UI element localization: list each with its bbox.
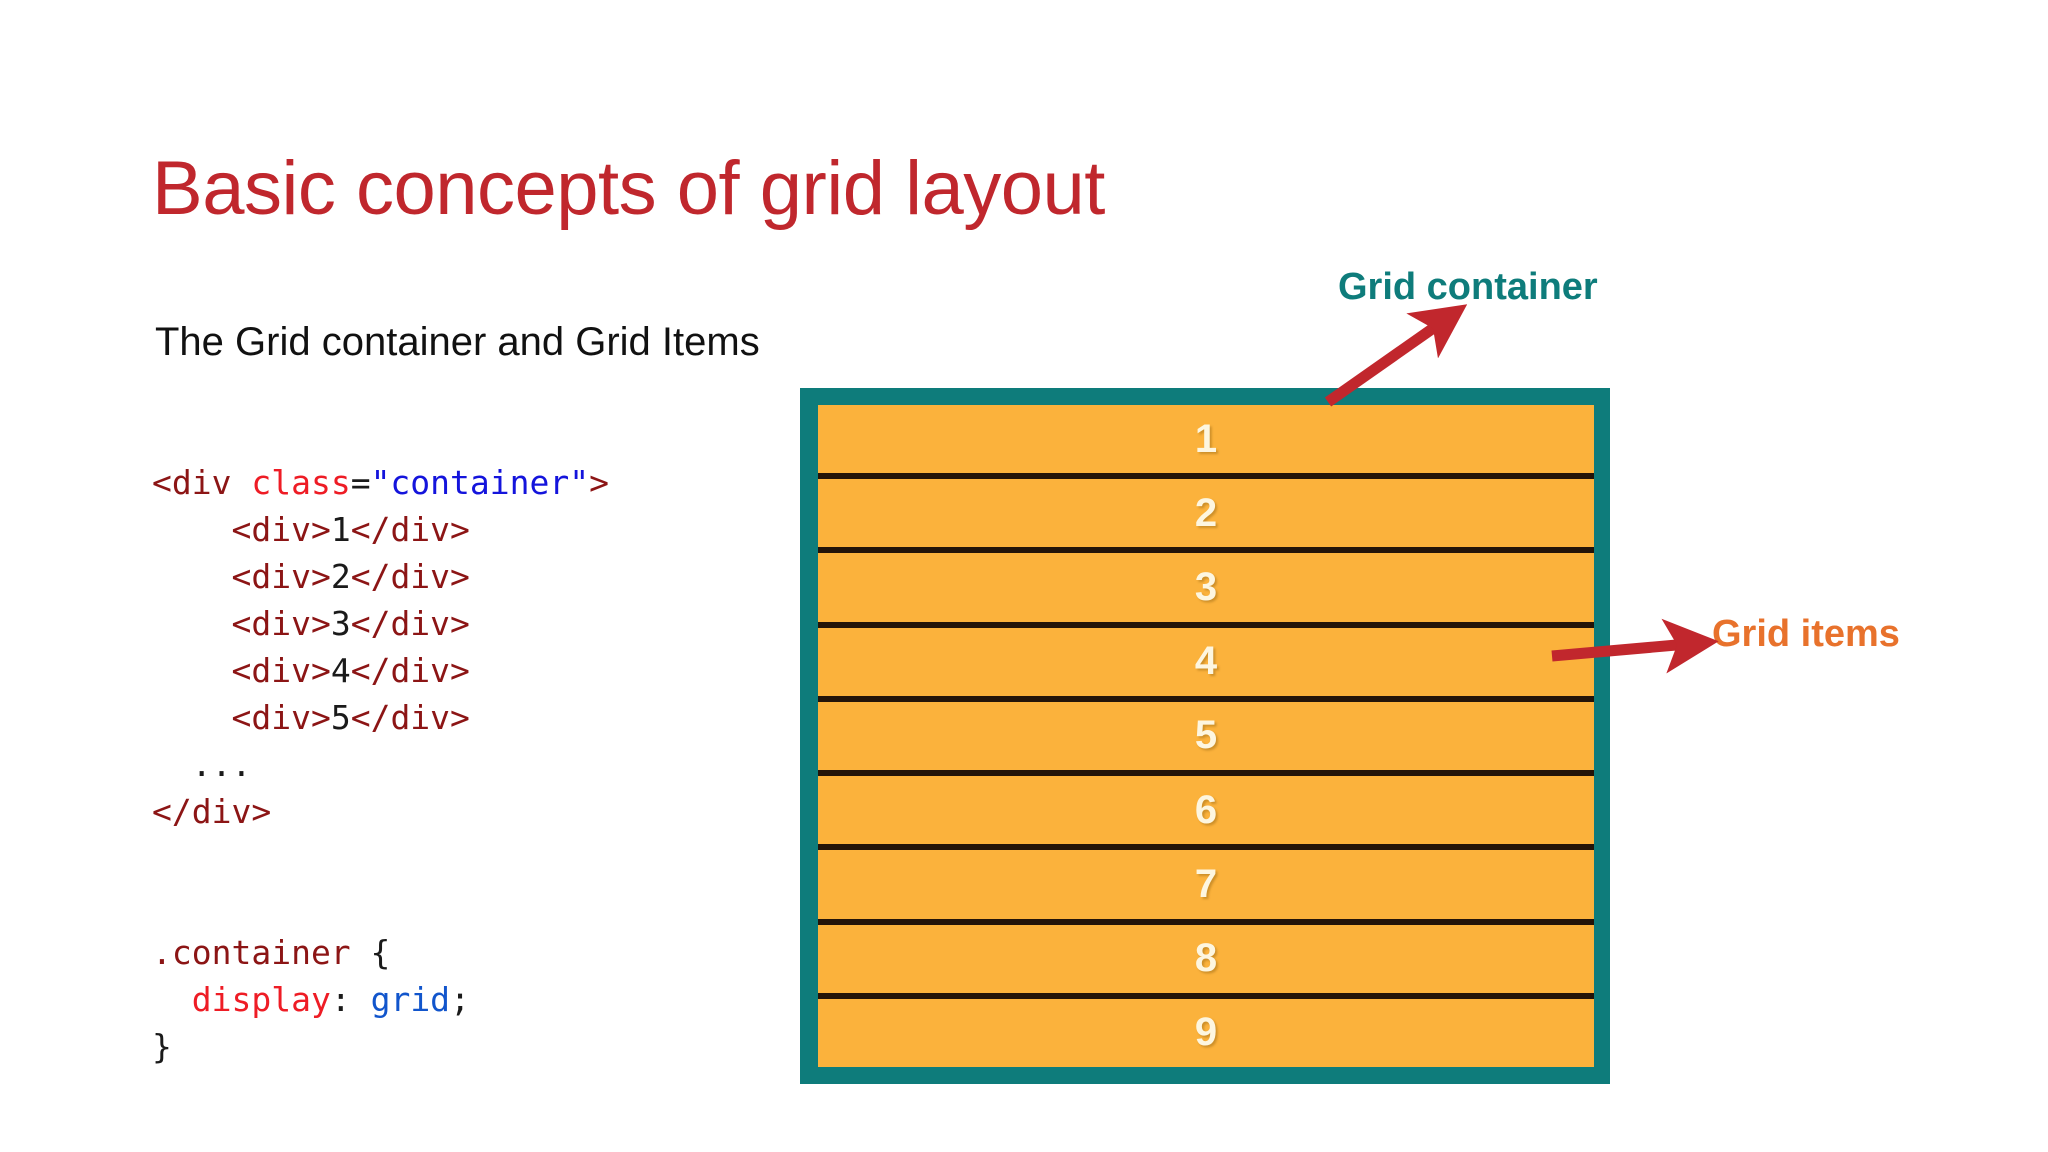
grid-item: 9 <box>818 998 1594 1067</box>
code-line <box>152 835 609 882</box>
code-token-punct: ; <box>450 980 470 1019</box>
code-token-tag: <div> <box>231 510 331 549</box>
code-token-plain: 2 <box>330 557 351 596</box>
code-line: <div class="container"> <box>152 459 609 506</box>
code-token-punct: : <box>330 980 371 1019</box>
grid-item: 2 <box>818 479 1594 548</box>
code-line: <div>1</div> <box>152 506 609 553</box>
code-token-tag: </div> <box>350 510 470 549</box>
code-token-tag: </div> <box>350 604 470 643</box>
code-token-attr: class <box>251 463 351 502</box>
code-token-tag: <div <box>152 463 252 502</box>
code-line: display: grid; <box>152 976 609 1023</box>
code-token-str: "container" <box>370 463 590 502</box>
code-token-plain: ... <box>152 745 252 784</box>
slide-subtitle: The Grid container and Grid Items <box>155 320 760 364</box>
code-token-tag: <div> <box>231 698 331 737</box>
code-token-plain <box>152 604 231 643</box>
code-token-tag: </div> <box>152 792 272 831</box>
grid-item: 6 <box>818 776 1594 845</box>
code-token-plain: 3 <box>330 604 351 643</box>
grid-item: 3 <box>818 553 1594 622</box>
code-line: <div>4</div> <box>152 647 609 694</box>
code-line: <div>5</div> <box>152 694 609 741</box>
code-line: <div>3</div> <box>152 600 609 647</box>
code-line: <div>2</div> <box>152 553 609 600</box>
code-token-plain: 5 <box>330 698 351 737</box>
code-token-plain: = <box>350 463 371 502</box>
code-token-tag: <div> <box>231 651 331 690</box>
code-token-punct: } <box>152 1027 172 1066</box>
grid-item: 1 <box>818 405 1594 474</box>
page-title: Basic concepts of grid layout <box>152 145 1105 231</box>
code-token-sel: .container <box>152 933 351 972</box>
code-token-prop: display <box>191 980 331 1019</box>
code-token-plain <box>152 698 231 737</box>
grid-item: 5 <box>818 701 1594 771</box>
grid-item: 4 <box>818 627 1594 696</box>
code-line: ... <box>152 741 609 788</box>
code-line: </div> <box>152 788 609 835</box>
annotation-label-grid-container: Grid container <box>1338 266 1598 308</box>
code-token-plain <box>152 980 192 1019</box>
code-token-punct: { <box>350 933 391 972</box>
code-token-tag: </div> <box>350 698 470 737</box>
code-token-plain <box>152 510 231 549</box>
code-line: } <box>152 1023 609 1070</box>
code-line <box>152 882 609 929</box>
code-token-tag: > <box>589 463 609 502</box>
code-token-tag: <div> <box>231 604 331 643</box>
grid-item: 8 <box>818 924 1594 993</box>
grid-item: 7 <box>818 850 1594 919</box>
code-token-tag: </div> <box>350 557 470 596</box>
code-token-plain <box>152 557 231 596</box>
code-token-plain <box>152 651 231 690</box>
code-sample: <div class="container"> <div>1</div> <di… <box>152 459 609 1070</box>
code-token-val: grid <box>370 980 451 1019</box>
code-token-tag: <div> <box>231 557 331 596</box>
annotation-label-grid-items: Grid items <box>1712 613 1900 655</box>
code-token-tag: </div> <box>350 651 470 690</box>
code-line: .container { <box>152 929 609 976</box>
code-token-plain: 4 <box>330 651 351 690</box>
code-token-plain: 1 <box>330 510 351 549</box>
